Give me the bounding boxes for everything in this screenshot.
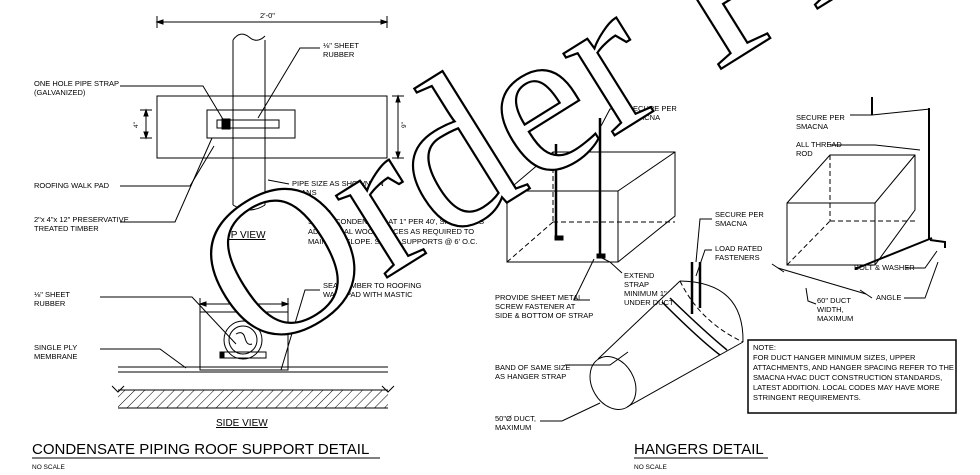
hangers-note-6: STRINGENT REQUIREMENTS. bbox=[753, 393, 861, 402]
bolt-washer-label: BOLT & WASHER bbox=[854, 263, 915, 272]
secure-smacna-2b: SMACNA bbox=[715, 219, 747, 228]
dim-12in: 12" bbox=[238, 297, 248, 304]
side-view-title: SIDE VIEW bbox=[216, 418, 268, 429]
seal-timber-2: WALK PAD WITH MASTIC bbox=[323, 290, 413, 299]
top-view-drawing bbox=[120, 16, 404, 223]
sheet-rubber-side-1: ⅛" SHEET bbox=[34, 290, 70, 299]
condensate-note-1: NOTE: bbox=[308, 207, 331, 216]
extend-strap-4: UNDER DUCT bbox=[624, 298, 674, 307]
secure-smacna-3a: SECURE PER bbox=[796, 113, 845, 122]
rect-duct-right bbox=[771, 97, 946, 305]
dim-4in: 4" bbox=[133, 121, 140, 128]
sheet-metal-2: SCREW FASTENER AT bbox=[495, 302, 576, 311]
extend-strap-3: MINIMUM 1" bbox=[624, 289, 667, 298]
hangers-detail-title: HANGERS DETAIL bbox=[634, 441, 764, 458]
roofing-walk-pad-label: ROOFING WALK PAD bbox=[34, 181, 110, 190]
pipe-strap-label-1: ONE HOLE PIPE STRAP bbox=[34, 79, 119, 88]
angle-label: ANGLE bbox=[876, 293, 901, 302]
condensate-detail-title: CONDENSATE PIPING ROOF SUPPORT DETAIL bbox=[32, 441, 369, 458]
dim-9in: 9" bbox=[401, 121, 408, 128]
hangers-note-box bbox=[747, 339, 957, 414]
secure-smacna-3b: SMACNA bbox=[796, 122, 828, 131]
pipe-strap-label-2: (GALVANIZED) bbox=[34, 88, 86, 97]
single-ply-2: MEMBRANE bbox=[34, 352, 77, 361]
band-label-1: BAND OF SAME SIZE bbox=[495, 363, 570, 372]
secure-smacna-1b: SMACNA bbox=[628, 113, 660, 122]
sheet-metal-3: SIDE & BOTTOM OF STRAP bbox=[495, 311, 593, 320]
seal-timber-1: SEAL TIMBER TO ROOFING bbox=[323, 281, 422, 290]
extend-strap-1: EXTEND bbox=[624, 271, 655, 280]
timber-label-1: 2"x 4"x 12" PRESERVATIVE bbox=[34, 215, 129, 224]
hangers-note-2: FOR DUCT HANGER MINIMUM SIZES, UPPER bbox=[753, 353, 916, 362]
load-rated-2: FASTENERS bbox=[715, 253, 760, 262]
hangers-note-1: NOTE: bbox=[753, 343, 776, 352]
sheet-rubber-top-2: RUBBER bbox=[323, 50, 355, 59]
pipe-size-label-2: PLANS bbox=[292, 188, 317, 197]
hangers-note-4: SMACNA HVAC DUCT CONSTRUCTION STANDARDS, bbox=[753, 373, 942, 382]
top-view-title: TOP VIEW bbox=[217, 230, 266, 241]
band-label-2: AS HANGER STRAP bbox=[495, 372, 566, 381]
secure-smacna-1a: SECURE PER bbox=[628, 104, 677, 113]
duct-width-3: MAXIMUM bbox=[817, 314, 853, 323]
sheet-metal-1: PROVIDE SHEET METAL bbox=[495, 293, 582, 302]
duct-width-2: WIDTH, bbox=[817, 305, 844, 314]
order-watermark: Order Pr bbox=[156, 0, 897, 399]
side-view-drawing bbox=[100, 289, 395, 409]
timber-label-2: TREATED TIMBER bbox=[34, 224, 99, 233]
rect-duct-left bbox=[506, 108, 676, 301]
dim-2ft: 2'-0" bbox=[260, 11, 275, 20]
pipe-size-label-1: PIPE SIZE AS SHOWN ON bbox=[292, 179, 384, 188]
hangers-no-scale: NO SCALE bbox=[634, 464, 668, 471]
all-thread-1: ALL THREAD bbox=[796, 140, 842, 149]
load-rated-1: LOAD RATED bbox=[715, 244, 763, 253]
hangers-note-5: LATEST ADDITION. LOCAL CODES MAY HAVE MO… bbox=[753, 383, 940, 392]
extend-strap-2: STRAP bbox=[624, 280, 649, 289]
round-duct-label-2: MAXIMUM bbox=[495, 423, 531, 432]
round-duct bbox=[540, 218, 744, 422]
sheet-rubber-side-2: RUBBER bbox=[34, 299, 66, 308]
sheet-rubber-top-1: ⅛" SHEET bbox=[323, 41, 359, 50]
single-ply-1: SINGLE PLY bbox=[34, 343, 77, 352]
secure-smacna-2a: SECURE PER bbox=[715, 210, 764, 219]
condensate-note-2: SLOPE CONDENSATE AT 1" PER 40', SHIM USI… bbox=[308, 217, 484, 226]
round-duct-label-1: 50"Ø DUCT, bbox=[495, 414, 536, 423]
hangers-note-3: ATTACHMENTS, AND HANGER SPACING REFER TO… bbox=[753, 363, 954, 372]
condensate-no-scale: NO SCALE bbox=[32, 464, 66, 471]
condensate-note-4: MAINTAIN SLOPE. SPACE SUPPORTS @ 6' O.C. bbox=[308, 237, 478, 246]
condensate-note-3: ADDITIONAL WOOD PIECES AS REQUIRED TO bbox=[308, 227, 474, 236]
all-thread-2: ROD bbox=[796, 149, 813, 158]
duct-width-1: 60" DUCT bbox=[817, 296, 851, 305]
